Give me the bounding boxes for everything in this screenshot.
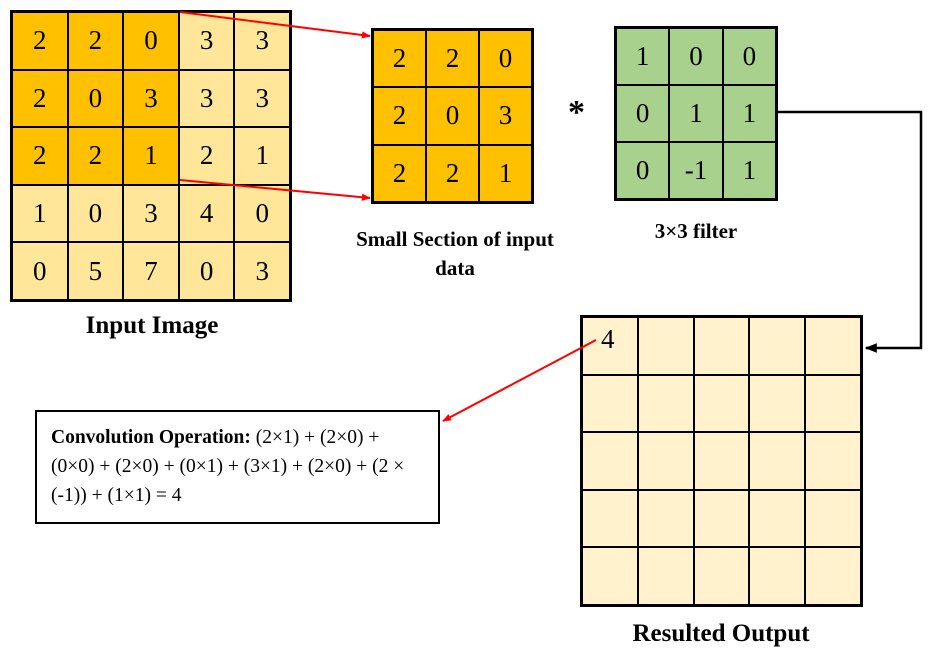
input-cell-r1-c2: 2 bbox=[67, 12, 124, 70]
input-cell-r1-c4: 3 bbox=[178, 12, 235, 70]
output-cell-r1-c5 bbox=[805, 317, 861, 375]
filter-cell-r2-c2: 1 bbox=[669, 85, 723, 142]
output-cell-r1-c2 bbox=[637, 317, 694, 375]
output-cell-r2-c3 bbox=[693, 374, 750, 433]
output-cell-r5-c3 bbox=[693, 547, 750, 605]
output-cell-r3-c5 bbox=[805, 432, 861, 490]
output-cell-r4-c3 bbox=[693, 489, 750, 548]
input-cell-r1-c3: 0 bbox=[123, 12, 179, 70]
output-cell-r5-c1 bbox=[582, 547, 638, 605]
section-cell-r2-c1: 2 bbox=[373, 87, 426, 145]
output-cell-r1-c1: 4 bbox=[582, 317, 638, 375]
input-cell-r4-c5: 0 bbox=[234, 184, 290, 243]
input-cell-r4-c1: 1 bbox=[12, 184, 68, 243]
output-cell-r2-c1 bbox=[582, 374, 638, 433]
filter-cell-r1-c3: 0 bbox=[722, 28, 776, 85]
output-cell-r5-c5 bbox=[805, 547, 861, 605]
arrow-filter-to-output bbox=[778, 110, 923, 353]
convolution-title: Convolution Operation: bbox=[51, 427, 251, 448]
filter-cell-r3-c1: 0 bbox=[616, 142, 670, 199]
output-cell-r3-c2 bbox=[637, 432, 694, 490]
arrow-output-to-box bbox=[442, 339, 597, 422]
input-cell-r2-c2: 0 bbox=[67, 69, 124, 128]
output-cell-r2-c2 bbox=[637, 374, 694, 433]
input-cell-r4-c2: 0 bbox=[67, 184, 124, 243]
input-cell-r5-c3: 7 bbox=[123, 242, 179, 300]
filter-cell-r3-c3: 1 bbox=[722, 142, 776, 199]
input-cell-r4-c4: 4 bbox=[178, 184, 235, 243]
input-cell-r1-c5: 3 bbox=[234, 12, 290, 70]
section-cell-r1-c1: 2 bbox=[373, 30, 426, 88]
output-cell-r3-c3 bbox=[693, 432, 750, 490]
section-cell-r1-c3: 0 bbox=[479, 30, 532, 88]
input-cell-r3-c1: 2 bbox=[12, 127, 68, 185]
output-cell-r4-c4 bbox=[749, 489, 806, 548]
section-cell-r3-c3: 1 bbox=[479, 144, 532, 202]
input-cell-r3-c5: 1 bbox=[234, 127, 290, 185]
input-cell-r3-c3: 1 bbox=[123, 127, 179, 185]
input-cell-r2-c1: 2 bbox=[12, 69, 68, 128]
input-cell-r3-c2: 2 bbox=[67, 127, 124, 185]
filter-cell-r2-c1: 0 bbox=[616, 85, 670, 142]
section-cell-r2-c2: 0 bbox=[426, 87, 479, 145]
output-label: Resulted Output bbox=[632, 620, 810, 647]
output-cell-r2-c5 bbox=[805, 374, 861, 433]
input-image-label: Input Image bbox=[85, 312, 219, 339]
output-cell-r2-c4 bbox=[749, 374, 806, 433]
input-cell-r5-c5: 3 bbox=[234, 242, 290, 300]
output-cell-r3-c1 bbox=[582, 432, 638, 490]
section-cell-r3-c1: 2 bbox=[373, 144, 426, 202]
section-cell-r2-c3: 3 bbox=[479, 87, 532, 145]
filter-cell-r2-c3: 1 bbox=[722, 85, 776, 142]
input-cell-r1-c1: 2 bbox=[12, 12, 68, 70]
multiply-operator: * bbox=[568, 94, 585, 131]
output-cell-r1-c4 bbox=[749, 317, 806, 375]
small-section-label: Small Section of input data bbox=[356, 227, 554, 280]
output-cell-r5-c2 bbox=[637, 547, 694, 605]
input-cell-r2-c4: 3 bbox=[178, 69, 235, 128]
output-cell-r5-c4 bbox=[749, 547, 806, 605]
filter-label: 3×3 filter bbox=[654, 219, 738, 243]
output-grid: 4 bbox=[580, 315, 863, 607]
convolution-expression: (2×1) + (2×0) + (0×0) + (2×0) + (0×1) + … bbox=[51, 427, 405, 506]
convolution-operation-box: Convolution Operation: (2×1) + (2×0) + (… bbox=[35, 410, 440, 524]
input-cell-r4-c3: 3 bbox=[123, 184, 179, 243]
output-cell-r1-c3 bbox=[693, 317, 750, 375]
input-cell-r5-c1: 0 bbox=[12, 242, 68, 300]
filter-cell-r3-c2: -1 bbox=[669, 142, 723, 199]
input-cell-r2-c3: 3 bbox=[123, 69, 179, 128]
filter-cell-r1-c2: 0 bbox=[669, 28, 723, 85]
output-cell-r4-c1 bbox=[582, 489, 638, 548]
input-cell-r5-c2: 5 bbox=[67, 242, 124, 300]
section-cell-r3-c2: 2 bbox=[426, 144, 479, 202]
output-cell-r3-c4 bbox=[749, 432, 806, 490]
output-cell-r4-c2 bbox=[637, 489, 694, 548]
filter-cell-r1-c1: 1 bbox=[616, 28, 670, 85]
section-cell-r1-c2: 2 bbox=[426, 30, 479, 88]
output-cell-r4-c5 bbox=[805, 489, 861, 548]
input-cell-r2-c5: 3 bbox=[234, 69, 290, 128]
input-cell-r5-c4: 0 bbox=[178, 242, 235, 300]
input-cell-r3-c4: 2 bbox=[178, 127, 235, 185]
